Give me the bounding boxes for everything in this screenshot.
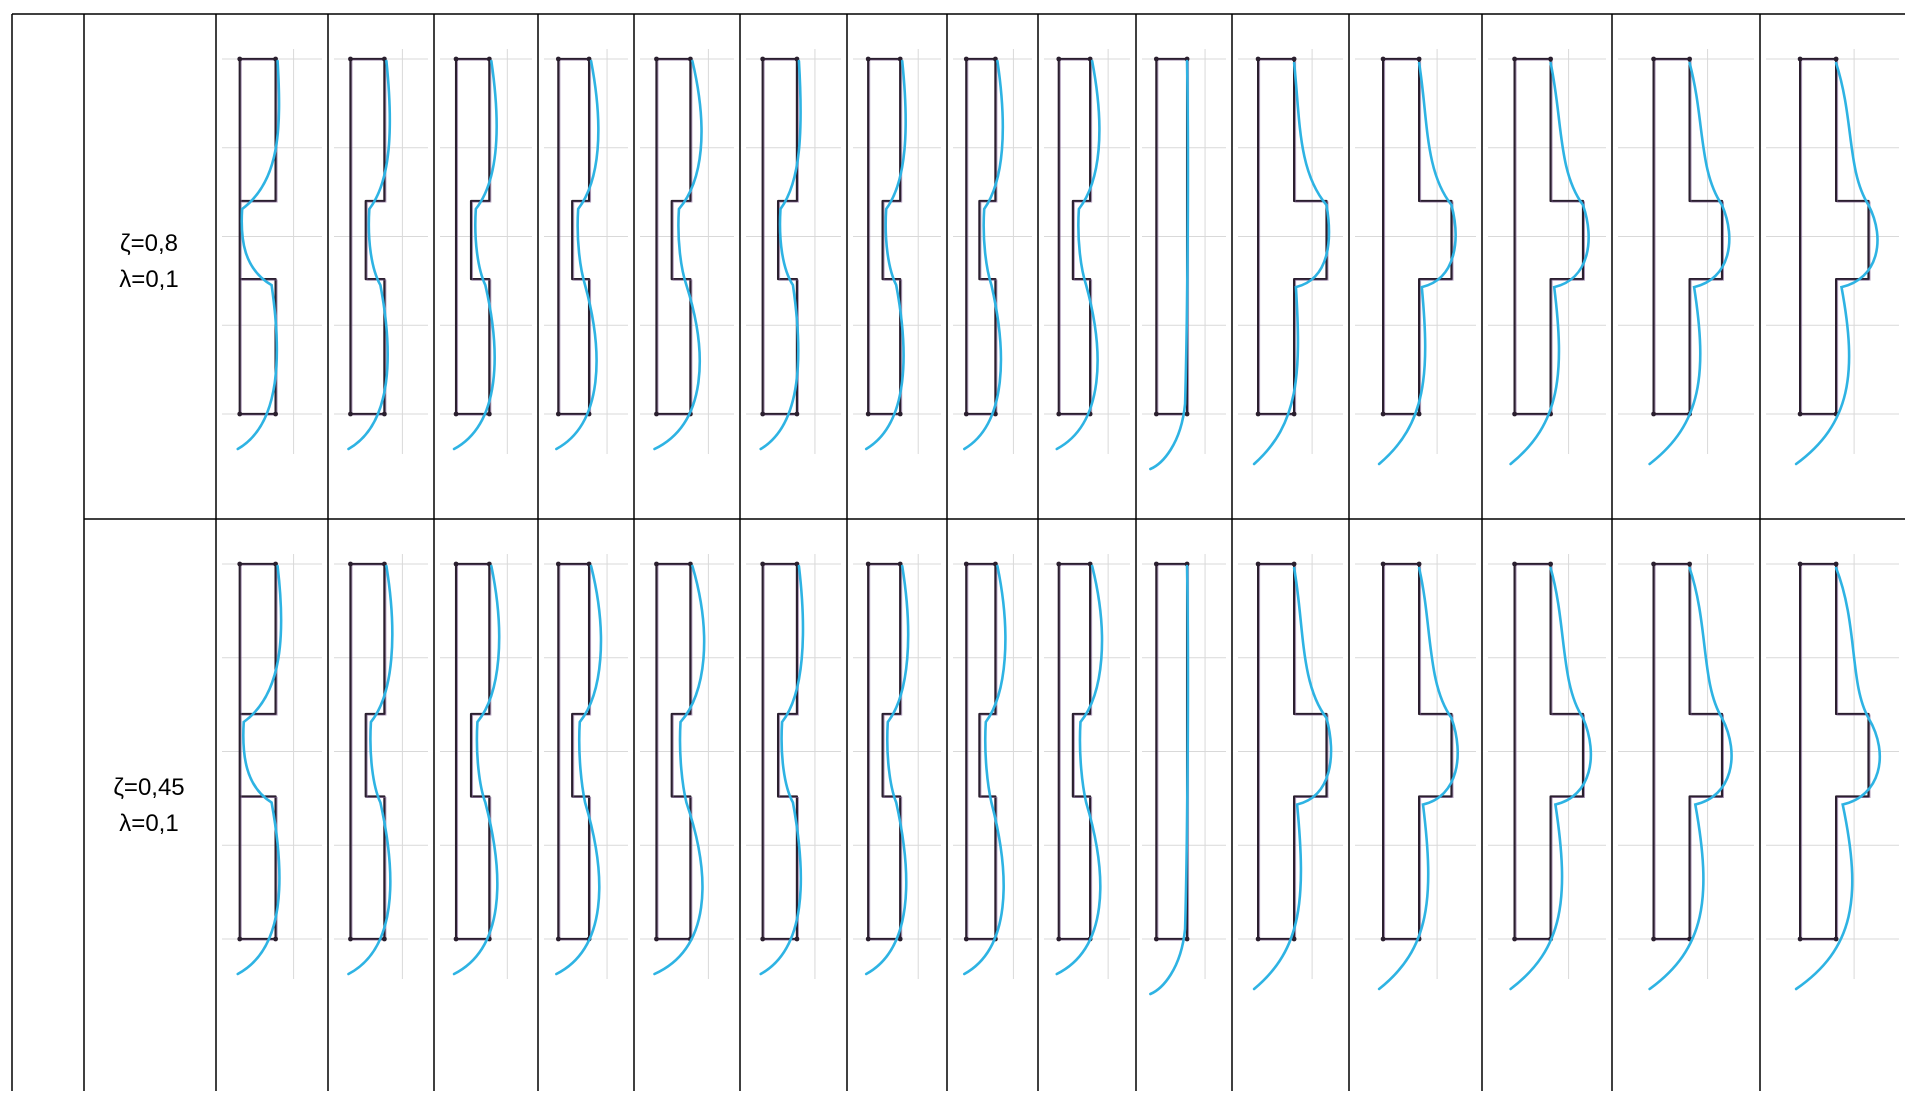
row-1-zeta-label: ζ=0,8	[84, 226, 214, 262]
mode-shape-sketch	[440, 49, 532, 454]
sketch-pencil-grid	[1355, 49, 1476, 454]
sketch-pencil-grid	[440, 49, 532, 454]
mode-shape-sketch	[544, 554, 628, 979]
mode-shape-sketch	[440, 554, 532, 979]
mode-shape-sketch	[544, 49, 628, 454]
deformed-shape-curve	[1057, 61, 1100, 449]
mode-shape-sketch	[222, 49, 322, 454]
mode-shape-sketch	[640, 554, 734, 979]
deformed-shape-curve	[1254, 63, 1329, 464]
table-lines	[12, 14, 1905, 1091]
sketch-pencil-grid	[853, 554, 941, 979]
deformed-shape-curve	[654, 566, 704, 974]
mode-shape-sketch	[853, 554, 941, 979]
sketch-pencil-grid	[440, 554, 532, 979]
sketch-pencil-grid	[334, 49, 428, 454]
mode-shape-sketch	[1355, 554, 1476, 989]
deformed-shape-curve	[238, 61, 279, 449]
sketch-pencil-grid	[1618, 554, 1754, 979]
row-2-lambda-label: λ=0,1	[84, 806, 214, 842]
deformed-shape-curve	[1379, 63, 1455, 464]
row-2-zeta-label: ζ=0,45	[84, 770, 214, 806]
mode-shape-sketch	[1488, 49, 1606, 464]
mode-shape-sketch	[334, 49, 428, 454]
sketch-pencil-grid	[1618, 49, 1754, 454]
deformed-shape-curve	[761, 61, 801, 449]
mode-shape-sketch	[1766, 49, 1899, 464]
deformed-shape-curve	[654, 61, 701, 449]
sketch-pencil-grid	[1044, 554, 1130, 979]
mode-shape-sketch	[222, 554, 322, 979]
sketch-pencil-grid	[1044, 49, 1130, 454]
mode-shape-sketch	[1238, 554, 1343, 989]
sketch-pencil-grid	[1488, 554, 1606, 979]
mode-shape-sketch	[334, 554, 428, 979]
sketch-pencil-grid	[1142, 49, 1226, 454]
sketch-pencil-grid	[953, 554, 1032, 979]
row-1-parameter-label: ζ=0,8 λ=0,1	[84, 226, 214, 298]
mode-shape-sketch	[1355, 49, 1476, 464]
mode-shape-sketch	[953, 49, 1032, 454]
sketch-pencil-grid	[853, 49, 941, 454]
mode-shape-sketch	[953, 554, 1032, 979]
deformed-shape-curve	[1254, 568, 1331, 989]
mode-shape-sketch	[1488, 554, 1606, 989]
deformed-shape-curve	[1057, 566, 1102, 974]
sketch-pencil-grid	[1142, 554, 1226, 979]
mode-shape-sketch	[746, 554, 841, 979]
sketch-pencil-grid	[640, 554, 734, 979]
deformed-shape-curve	[454, 566, 499, 974]
mode-shape-sketch	[1766, 554, 1899, 989]
sketch-pencil-grid	[222, 554, 322, 979]
mode-shape-sketch	[1142, 554, 1226, 994]
mode-shape-sketch	[1044, 49, 1130, 454]
row-1-lambda-label: λ=0,1	[84, 262, 214, 298]
sketch-pencil-grid	[544, 49, 628, 454]
mode-shape-sketch	[1618, 554, 1754, 989]
mode-shape-sketch	[1618, 49, 1754, 464]
deformed-shape-curve	[556, 61, 598, 449]
sketch-pencil-grid	[953, 49, 1032, 454]
mode-shape-sketch	[853, 49, 941, 454]
mode-shape-sketch	[746, 49, 841, 454]
row-2-parameter-label: ζ=0,45 λ=0,1	[84, 770, 214, 842]
mode-shape-sketch	[1044, 554, 1130, 979]
mode-shape-sketch	[1238, 49, 1343, 464]
mode-shape-sketch	[1142, 49, 1226, 469]
sketch-pencil-grid	[544, 554, 628, 979]
deformed-shape-curve	[964, 566, 1005, 974]
sketch-pencil-grid	[334, 554, 428, 979]
sketch-pencil-grid	[1766, 49, 1899, 454]
mode-shape-sketch	[640, 49, 734, 454]
sketch-pencil-grid	[640, 49, 734, 454]
deformed-shape-curve	[556, 566, 601, 974]
sketch-pencil-grid	[746, 554, 841, 979]
